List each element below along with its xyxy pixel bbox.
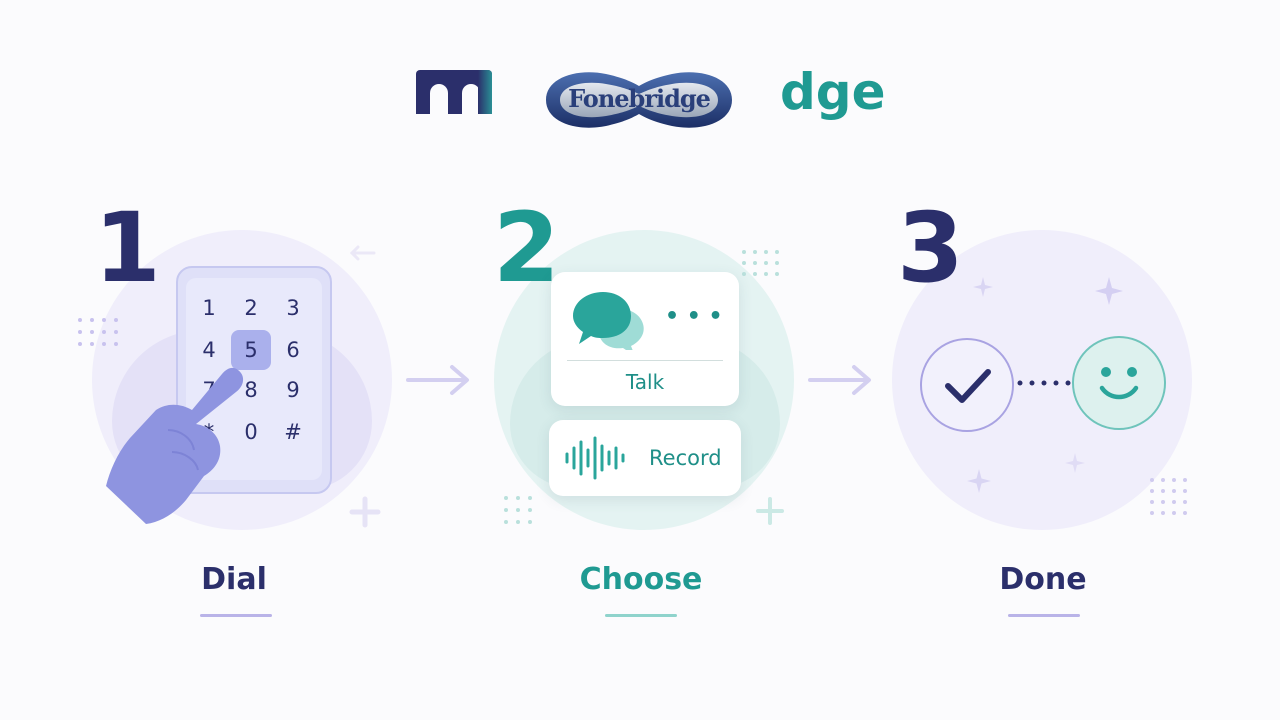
step-3-number: 3 [897, 192, 964, 304]
keypad-key-highlighted[interactable]: 5 [244, 338, 258, 362]
step-2-number: 2 [493, 192, 560, 304]
plus-icon [349, 496, 381, 528]
sound-wave-icon [565, 436, 625, 480]
keypad-key[interactable]: 8 [244, 378, 258, 402]
keypad-key-highlight [231, 330, 271, 370]
step-1-number: 1 [94, 192, 161, 304]
sparkle-icon [967, 469, 991, 493]
dot-grid-decoration [78, 318, 118, 346]
talk-divider [567, 360, 723, 361]
keypad-key[interactable]: 2 [244, 296, 258, 320]
sparkle-icon [1065, 453, 1085, 473]
record-option-card[interactable]: Record [549, 420, 741, 496]
keypad-key[interactable]: 6 [286, 338, 300, 362]
smiley-badge [1072, 336, 1166, 430]
arrow-right-icon [808, 365, 871, 395]
talk-label: Talk [625, 370, 665, 394]
emblem-wings-icon [546, 72, 732, 128]
sparkle-icon [973, 277, 993, 297]
smiley-icon [1099, 367, 1139, 400]
connector-dots [1017, 380, 1071, 386]
fonebridge-emblem: Fonebridge [536, 60, 742, 140]
talk-option-card[interactable]: • • • Talk [551, 272, 739, 406]
step-3-underline [1008, 614, 1080, 617]
step-2-underline [605, 614, 677, 617]
keypad-key[interactable]: 3 [286, 296, 300, 320]
sparkle-icon [1095, 277, 1123, 305]
keypad-key[interactable]: 0 [244, 420, 258, 444]
step-2-caption: Choose [579, 562, 703, 597]
checkmark-badge [920, 338, 1014, 432]
arrow-right-icon [406, 365, 469, 395]
logo-right-fragment: dge [780, 63, 886, 121]
emblem-text: Fonebridge [568, 84, 711, 113]
keypad-key[interactable]: 9 [286, 378, 300, 402]
keypad-key[interactable]: 4 [202, 338, 216, 362]
dot-grid-decoration [1150, 478, 1187, 515]
step-3-caption: Done [999, 562, 1087, 597]
step-1-underline [200, 614, 272, 617]
dot-grid-decoration [504, 496, 532, 524]
arrow-left-icon [349, 245, 376, 261]
keypad-key[interactable]: 1 [202, 296, 216, 320]
chat-bubbles-icon [573, 292, 644, 350]
logo-left-mark: m [416, 70, 492, 114]
plus-icon [756, 497, 784, 525]
step-1-caption: Dial [201, 562, 267, 597]
hand-pointer-icon [106, 367, 244, 524]
talk-ellipsis: • • • [665, 304, 723, 329]
keypad-key[interactable]: # [284, 420, 302, 444]
logo: m Fonebridge dge [410, 55, 886, 150]
checkmark-icon [945, 369, 991, 403]
record-label: Record [649, 446, 722, 470]
dot-grid-decoration [742, 250, 779, 276]
